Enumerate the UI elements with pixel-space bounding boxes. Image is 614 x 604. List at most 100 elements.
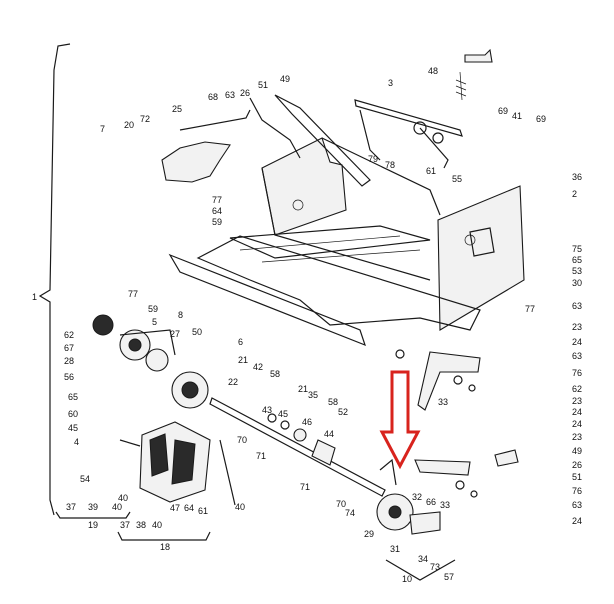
part-label-24c: 24	[572, 419, 582, 429]
part-label-52: 52	[338, 407, 348, 417]
part-label-49a: 49	[280, 74, 290, 84]
part-label-50: 50	[192, 327, 202, 337]
bearing-housing	[119, 421, 211, 503]
part-label-69a: 69	[498, 106, 508, 116]
group-bracket-19	[55, 511, 131, 519]
part-label-66: 66	[426, 497, 436, 507]
part-label-79: 79	[368, 154, 378, 164]
part-label-3: 3	[388, 78, 393, 88]
part-label-63a: 63	[225, 90, 235, 100]
part-label-76a: 76	[572, 368, 582, 378]
part-label-64b: 64	[184, 503, 194, 513]
shield-plate	[161, 141, 231, 183]
part-label-23b: 23	[572, 396, 582, 406]
part-label-44: 44	[324, 429, 334, 439]
part-label-53: 53	[572, 266, 582, 276]
part-label-77b: 77	[128, 289, 138, 299]
part-label-72: 72	[140, 114, 150, 124]
part-label-31: 31	[390, 544, 400, 554]
part-label-45b: 45	[278, 409, 288, 419]
part-label-24a: 24	[572, 337, 582, 347]
part-label-40c: 40	[152, 520, 162, 530]
part-label-61b: 61	[198, 506, 208, 516]
part-label-35: 35	[308, 390, 318, 400]
part-label-77a: 77	[212, 195, 222, 205]
part-label-19: 19	[88, 520, 98, 530]
part-label-38: 38	[136, 520, 146, 530]
part-label-76b: 76	[572, 486, 582, 496]
part-label-7: 7	[100, 124, 105, 134]
part-label-10: 10	[402, 574, 412, 584]
main-shaft	[209, 397, 386, 506]
part-label-42: 42	[253, 362, 263, 372]
part-label-73: 73	[430, 562, 440, 572]
part-label-2: 2	[572, 189, 577, 199]
part-label-24d: 24	[572, 516, 582, 526]
part-label-65a: 65	[572, 255, 582, 265]
pulley-cluster	[92, 314, 209, 409]
part-label-4: 4	[74, 437, 79, 447]
part-label-68: 68	[208, 92, 218, 102]
hub-assembly	[376, 458, 456, 581]
part-label-71a: 71	[256, 451, 266, 461]
part-label-51b: 51	[572, 472, 582, 482]
part-label-70b: 70	[336, 499, 346, 509]
part-label-56: 56	[64, 372, 74, 382]
part-label-20: 20	[124, 120, 134, 130]
part-label-49b: 49	[572, 446, 582, 456]
part-label-69b: 69	[536, 114, 546, 124]
part-label-46: 46	[302, 417, 312, 427]
part-label-33a: 33	[438, 397, 448, 407]
part-label-23c: 23	[572, 432, 582, 442]
part-label-23a: 23	[572, 322, 582, 332]
part-label-78: 78	[385, 160, 395, 170]
part-label-26b: 26	[572, 460, 582, 470]
part-label-21a: 21	[238, 355, 248, 365]
part-label-77c: 77	[525, 304, 535, 314]
part-label-37b: 37	[120, 520, 130, 530]
part-label-21b: 21	[298, 384, 308, 394]
part-label-59b: 59	[148, 304, 158, 314]
part-label-58b: 58	[328, 397, 338, 407]
part-label-8: 8	[178, 310, 183, 320]
part-label-51a: 51	[258, 80, 268, 90]
part-label-45a: 45	[68, 423, 78, 433]
part-label-59a: 59	[212, 217, 222, 227]
part-label-71b: 71	[300, 482, 310, 492]
part-label-33b: 33	[440, 500, 450, 510]
part-label-55: 55	[452, 174, 462, 184]
part-label-22: 22	[228, 377, 238, 387]
part-label-24b: 24	[572, 407, 582, 417]
chassis-frame	[168, 137, 525, 347]
part-label-39: 39	[88, 502, 98, 512]
part-label-5: 5	[152, 317, 157, 327]
part-label-62b: 62	[572, 384, 582, 394]
part-label-27: 27	[170, 329, 180, 339]
part-label-32: 32	[412, 492, 422, 502]
part-label-63b: 63	[572, 301, 582, 311]
part-label-63c: 63	[572, 351, 582, 361]
part-label-1: 1	[32, 292, 37, 302]
right-levers	[395, 349, 519, 498]
part-label-30: 30	[572, 278, 582, 288]
highlight-arrow	[379, 370, 421, 470]
part-label-54: 54	[80, 474, 90, 484]
part-label-74: 74	[345, 508, 355, 518]
upper-lever-assembly	[249, 48, 493, 187]
part-label-25: 25	[172, 104, 182, 114]
part-label-6: 6	[238, 337, 243, 347]
part-label-70a: 70	[237, 435, 247, 445]
part-label-40d: 40	[118, 493, 128, 503]
part-label-18: 18	[160, 542, 170, 552]
part-label-65b: 65	[68, 392, 78, 402]
part-label-47: 47	[170, 503, 180, 513]
part-label-60: 60	[68, 409, 78, 419]
part-label-62: 62	[64, 330, 74, 340]
part-label-29: 29	[364, 529, 374, 539]
part-label-64a: 64	[212, 206, 222, 216]
part-label-63d: 63	[572, 500, 582, 510]
part-label-28: 28	[64, 356, 74, 366]
part-label-40b: 40	[112, 502, 122, 512]
